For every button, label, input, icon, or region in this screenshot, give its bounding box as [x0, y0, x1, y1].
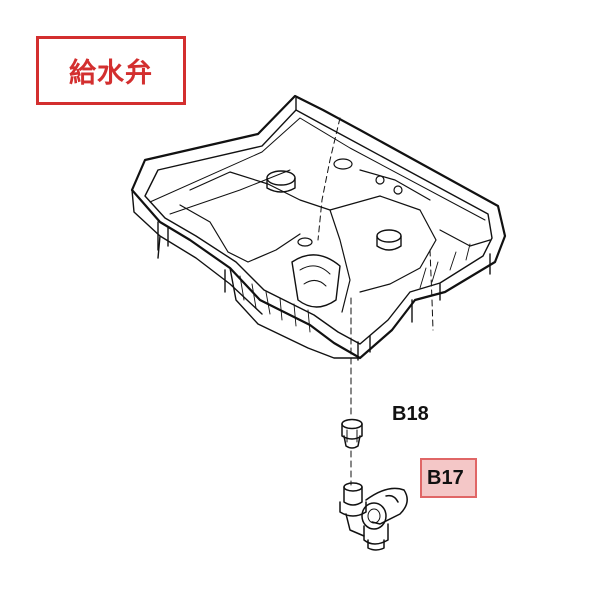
title-box: 給水弁 — [36, 36, 186, 105]
part-label-b18: B18 — [392, 403, 429, 425]
detergent-tray-assembly — [130, 94, 507, 361]
part-label-b17: B17 — [420, 458, 477, 498]
b17-water-valve — [339, 482, 408, 551]
b18-bushing — [341, 418, 363, 449]
assembly-axis — [317, 117, 434, 486]
page-title: 給水弁 — [69, 58, 153, 89]
